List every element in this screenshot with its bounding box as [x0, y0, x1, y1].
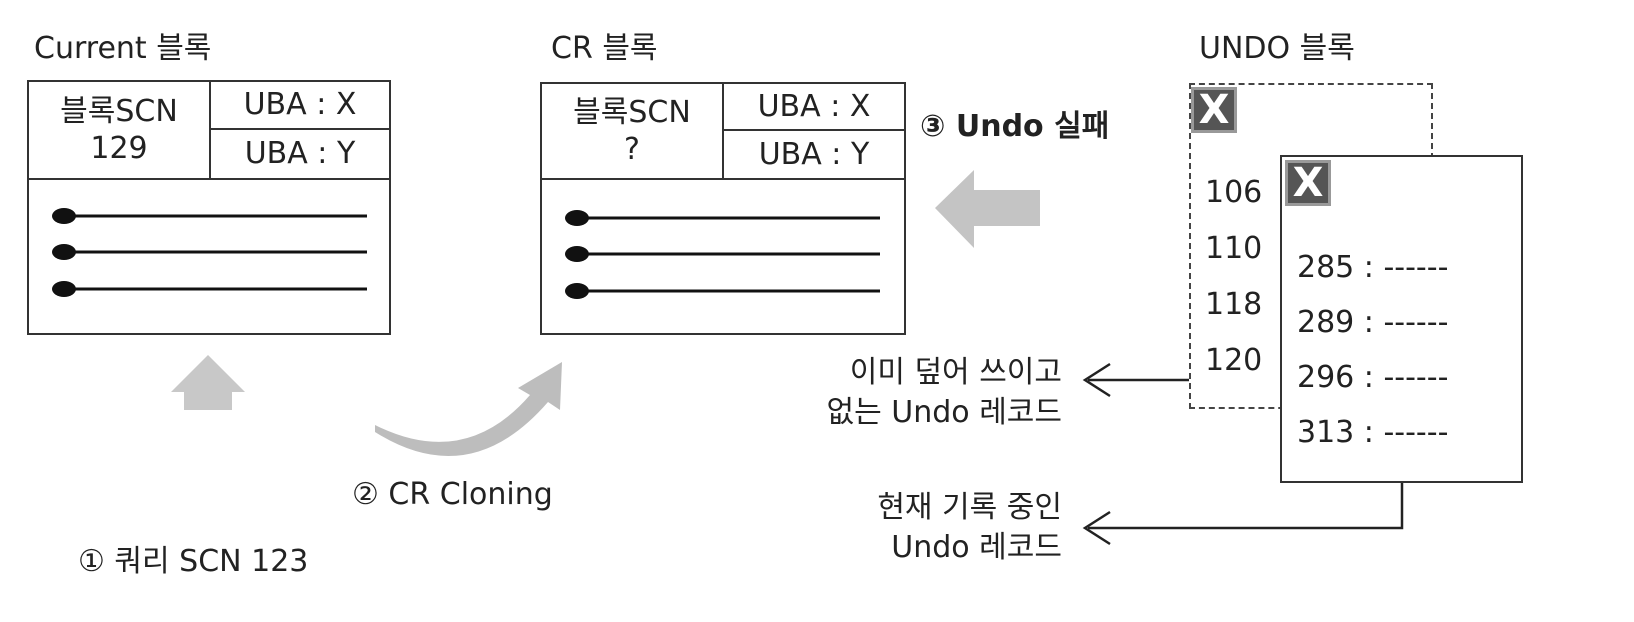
current-note-line2: Undo 레코드	[891, 530, 1062, 565]
cr-block-scn-value: ?	[624, 132, 640, 167]
step2-arrow	[375, 362, 562, 456]
cr-block-uba-x: UBA : X	[724, 84, 904, 131]
undo-current-block-x-badge: X	[1285, 160, 1331, 206]
undo-current-block	[1280, 155, 1523, 483]
cr-block-scn-label: 블록SCN	[573, 94, 691, 130]
undo-current-record: 313 : ------	[1297, 415, 1449, 450]
overwritten-note-line2: 없는 Undo 레코드	[826, 395, 1062, 430]
current-block-rows	[52, 208, 367, 297]
undo-old-block-x-badge: X	[1191, 87, 1237, 133]
undo-old-record: 120	[1205, 343, 1263, 378]
current-block-scn-label: 블록SCN	[60, 93, 178, 129]
current-note-line1: 현재 기록 중인	[877, 490, 1062, 525]
current-block-uba-y: UBA : Y	[211, 130, 389, 180]
step1-label: ① 쿼리 SCN 123	[78, 544, 309, 579]
cr-block-title: CR 블록	[551, 31, 658, 66]
step1-arrow	[171, 355, 245, 410]
step3-arrow	[935, 170, 1040, 248]
undo-current-record: 289 : ------	[1297, 305, 1449, 340]
overwritten-arrowhead	[1082, 362, 1111, 398]
current-block-scn-cell: 블록SCN 129	[29, 82, 211, 180]
undo-old-record: 106	[1205, 175, 1263, 210]
current-arrowhead	[1082, 510, 1111, 546]
undo-old-record: 118	[1205, 287, 1263, 322]
current-connector	[1088, 483, 1404, 530]
overwritten-note-line1: 이미 덮어 쓰이고	[849, 355, 1062, 390]
current-block-scn-value: 129	[90, 131, 148, 166]
cr-block-uba-y: UBA : Y	[724, 131, 904, 180]
current-block-title: Current 블록	[34, 31, 212, 66]
undo-current-record: 285 : ------	[1297, 250, 1449, 285]
cr-block-rows	[565, 210, 880, 299]
current-block-uba-x: UBA : X	[211, 82, 389, 130]
step3-label: ③ Undo 실패	[920, 109, 1110, 144]
undo-old-record: 110	[1205, 231, 1263, 266]
undo-block-title: UNDO 블록	[1199, 31, 1355, 66]
cr-block-scn-cell: 블록SCN ?	[542, 84, 724, 180]
current-block: 블록SCN 129 UBA : X UBA : Y	[27, 80, 391, 335]
cr-block: 블록SCN ? UBA : X UBA : Y	[540, 82, 906, 335]
step2-label: ② CR Cloning	[352, 477, 553, 512]
undo-current-record: 296 : ------	[1297, 360, 1449, 395]
